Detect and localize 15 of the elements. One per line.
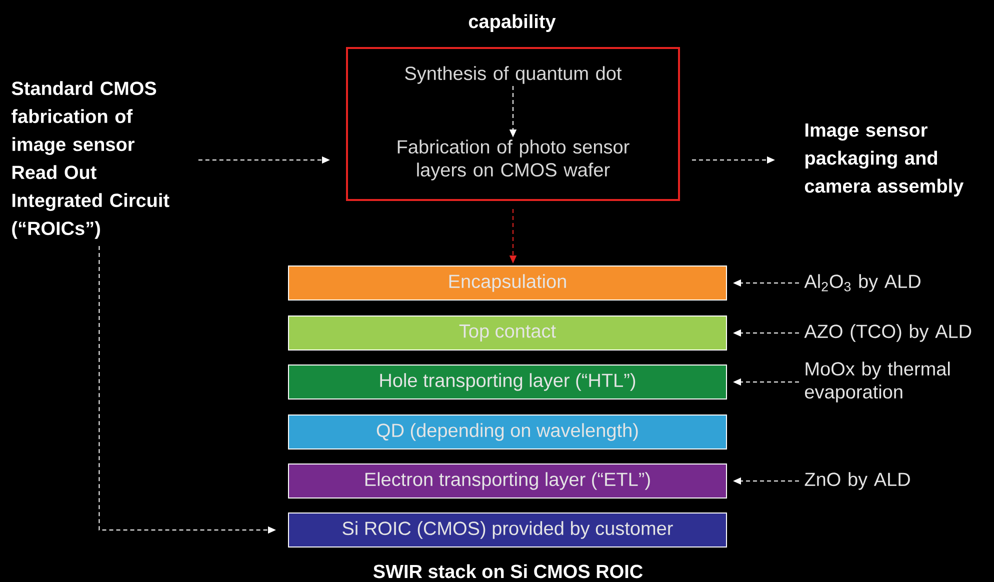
layer-bar: Electron transporting layer (“ETL”) <box>288 464 727 498</box>
material-note: MoOx by thermal evaporation <box>805 362 950 402</box>
process-text: Image sensor packaging and camera assembly <box>804 124 964 196</box>
material-note: Al$_{2}$O$_{3}$ by ALD <box>804 274 920 292</box>
step-text: Fabrication of photo sensor layers on CMOS wafer <box>398 140 630 180</box>
process-text: Standard CMOS fabrication of image sensor Read Out Integrated Circuit (“ROICs”) <box>12 81 170 239</box>
material-note: AZO (TCO) by ALD <box>804 324 972 342</box>
step-text: Synthesis of quantum dot <box>405 66 622 84</box>
layer-bar: Encapsulation <box>288 266 727 300</box>
material-note: ZnO by ALD <box>804 472 910 490</box>
layer-bar: Si ROIC (CMOS) provided by customer <box>288 512 727 548</box>
group-heading: capability <box>468 14 556 32</box>
layer-bar: Hole transporting layer (“HTL”) <box>288 364 727 400</box>
layer-bar: QD (depending on wavelength) <box>288 414 727 450</box>
layer-bar: Top contact <box>288 316 727 350</box>
